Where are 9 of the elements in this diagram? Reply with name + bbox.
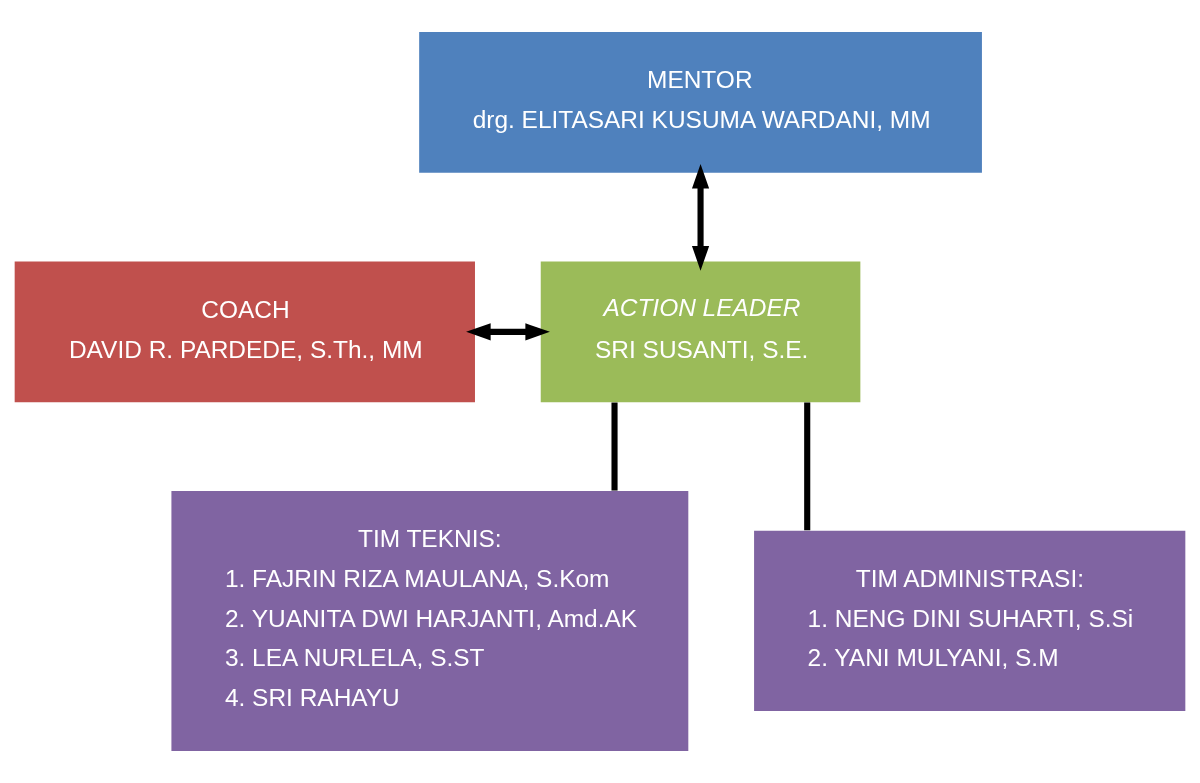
node-box: TIM TEKNIS: 1. FAJRIN RIZA MAULANA, S.Kom 2. YUANITA DWI HARJANTI, Amd.AK 3. LEA NURLELA, S.ST 4. SRI RAHAYU [171,490,689,751]
connector [611,402,618,491]
node-box: MENTOR drg. ELITASARI KUSUMA WARDANI, MM [419,32,982,173]
connector [804,402,811,531]
node-box: ACTION LEADER SRI SUSANTI, S.E. [540,261,861,403]
node-box: TIM ADMINISTRASI: 1. NENG DINI SUHARTI, S.Si 2. YANI MULYANI, S.M [754,530,1186,712]
arrow [466,323,550,341]
node-box: COACH DAVID R. PARDEDE, S.Th., MM [14,261,475,403]
arrow [691,163,710,271]
